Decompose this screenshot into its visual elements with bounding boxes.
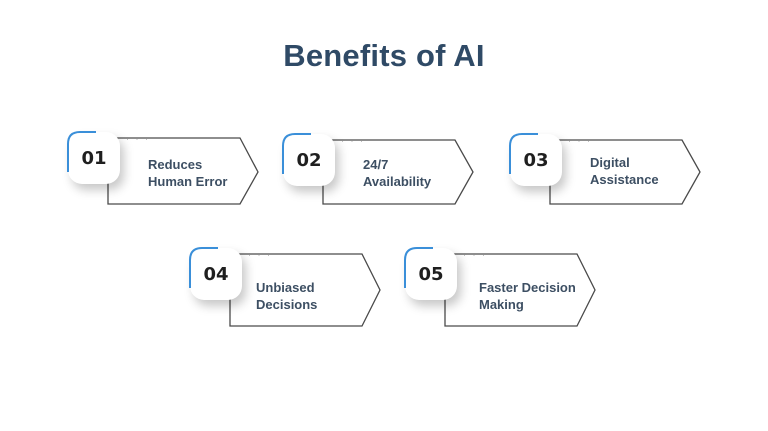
benefit-label: Digital Assistance [590, 155, 659, 187]
decorative-dots: · · · [568, 136, 592, 146]
decorative-dots: · · · [341, 136, 365, 146]
arrow-frame [322, 139, 474, 205]
arrow-frame [444, 253, 596, 327]
number-badge: 03 [510, 134, 562, 186]
benefit-card-03: 03 · · · Digital Assistance [509, 133, 710, 214]
benefit-card-05: 05 · · · Faster Decision Making [404, 247, 605, 328]
decorative-dots: · · · [248, 250, 272, 260]
benefit-label: 24/7 Availability [363, 157, 432, 189]
page-title: Benefits of AI [283, 38, 485, 73]
arrow-frame [549, 139, 701, 205]
benefit-card-02: 02 · · · 24/7 Availability [282, 133, 483, 214]
decorative-dots: · · · [126, 134, 150, 144]
number-badge: 04 [190, 248, 242, 300]
benefit-card-01: 01 · · · Reduces Human Error [67, 131, 268, 212]
benefit-label: Unbiased Decisions [256, 280, 318, 312]
arrow-frame [229, 253, 381, 327]
number-badge: 01 [68, 132, 120, 184]
benefit-label: Faster Decision Making [479, 280, 576, 312]
benefit-card-04: 04 · · · Unbiased Decisions [189, 247, 390, 328]
decorative-dots: · · · [463, 250, 487, 260]
number-badge: 05 [405, 248, 457, 300]
number-badge: 02 [283, 134, 335, 186]
benefit-label: Reduces Human Error [148, 157, 228, 189]
arrow-frame [107, 137, 259, 205]
